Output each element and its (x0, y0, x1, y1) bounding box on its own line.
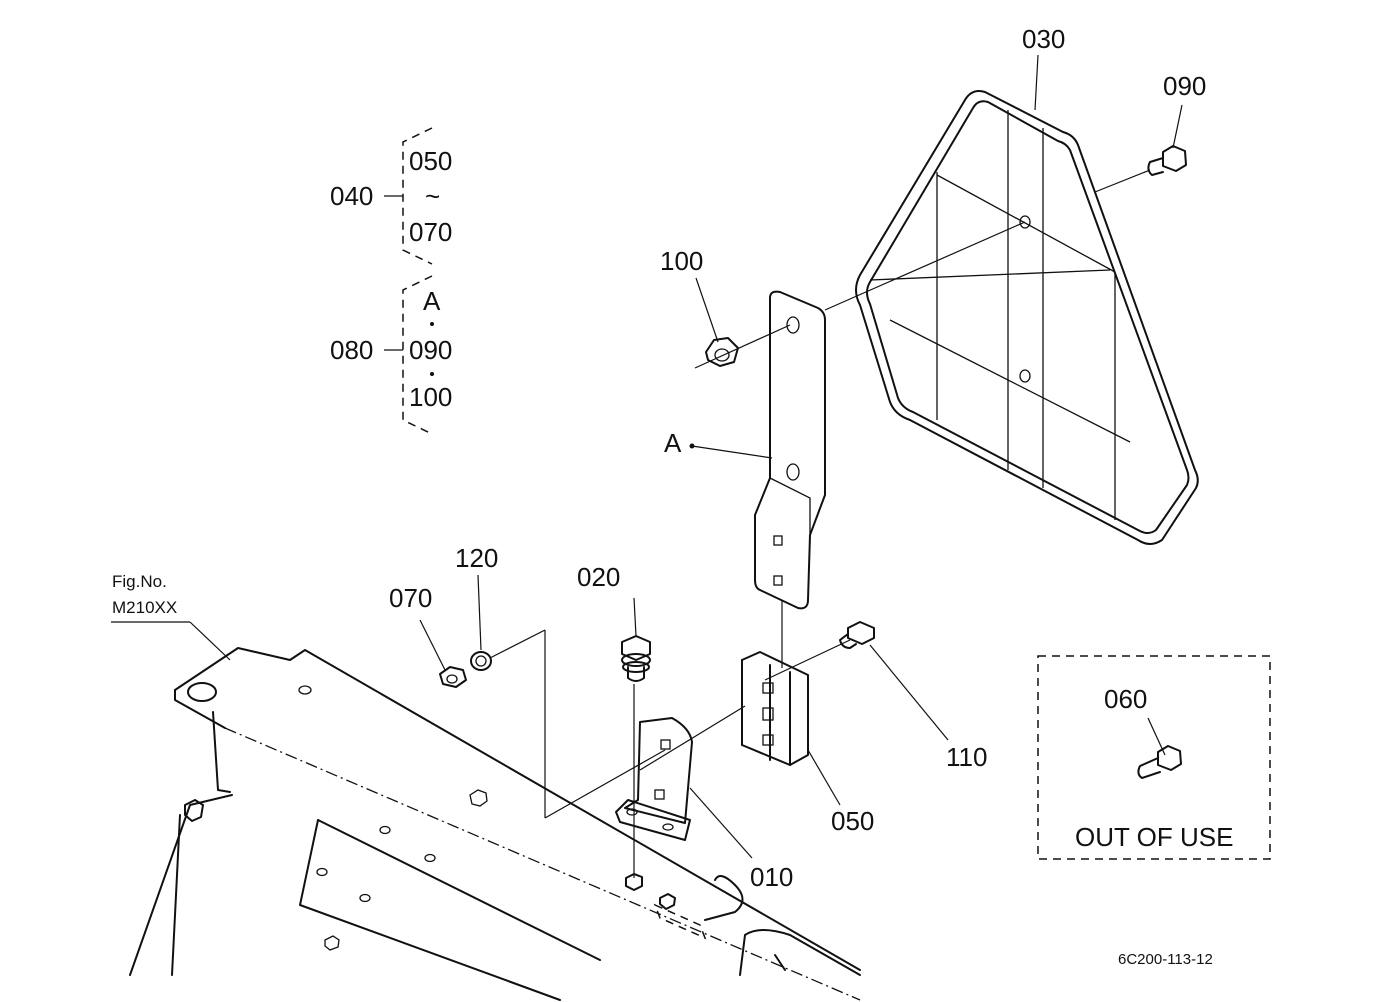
callout-110: 110 (946, 742, 987, 772)
out-of-use-box (1037, 655, 1271, 860)
mesh-guard-030 (855, 90, 1199, 545)
fig-ref-line1: Fig.No. (112, 572, 167, 591)
group-040-sep: ~ (425, 181, 440, 211)
pointer-dot (689, 443, 695, 449)
callout-050: 050 (831, 806, 874, 836)
group-040-last: 070 (409, 217, 452, 247)
callout-030: 030 (1022, 24, 1065, 54)
out-of-use-label: OUT OF USE (1075, 822, 1233, 852)
group-080-first: A (423, 286, 441, 316)
callout-A: A (664, 428, 682, 458)
callout-labels: 030 090 100 A 120 020 070 110 050 010 06… (112, 24, 1233, 968)
group-080-mid: 090 (409, 335, 452, 365)
bolt-110 (839, 621, 875, 649)
bolt-090 (1147, 145, 1187, 176)
bolt-060 (1137, 745, 1182, 779)
washer-120 (470, 651, 492, 671)
group-brackets (384, 127, 434, 435)
callout-060: 060 (1104, 684, 1147, 714)
group-080-id: 080 (330, 335, 373, 365)
drawing-code: 6C200-113-12 (1118, 951, 1213, 968)
callout-100: 100 (660, 246, 703, 276)
fig-ref-line2: M210XX (112, 598, 177, 617)
callout-010: 010 (750, 862, 793, 892)
group-040-id: 040 (330, 181, 373, 211)
nut-070 (439, 666, 467, 688)
callout-090: 090 (1163, 71, 1206, 101)
callout-070: 070 (389, 583, 432, 613)
callout-020: 020 (577, 562, 620, 592)
bracket-010 (615, 717, 693, 841)
nut-100 (705, 337, 739, 367)
strap-A (754, 290, 826, 610)
frame-chassis (129, 647, 861, 1001)
group-040-first: 050 (409, 146, 452, 176)
channel-050 (741, 651, 809, 766)
bolt-020 (621, 635, 651, 682)
group-080-last: 100 (409, 382, 452, 412)
leader-lines (111, 54, 1183, 878)
callout-120: 120 (455, 543, 498, 573)
